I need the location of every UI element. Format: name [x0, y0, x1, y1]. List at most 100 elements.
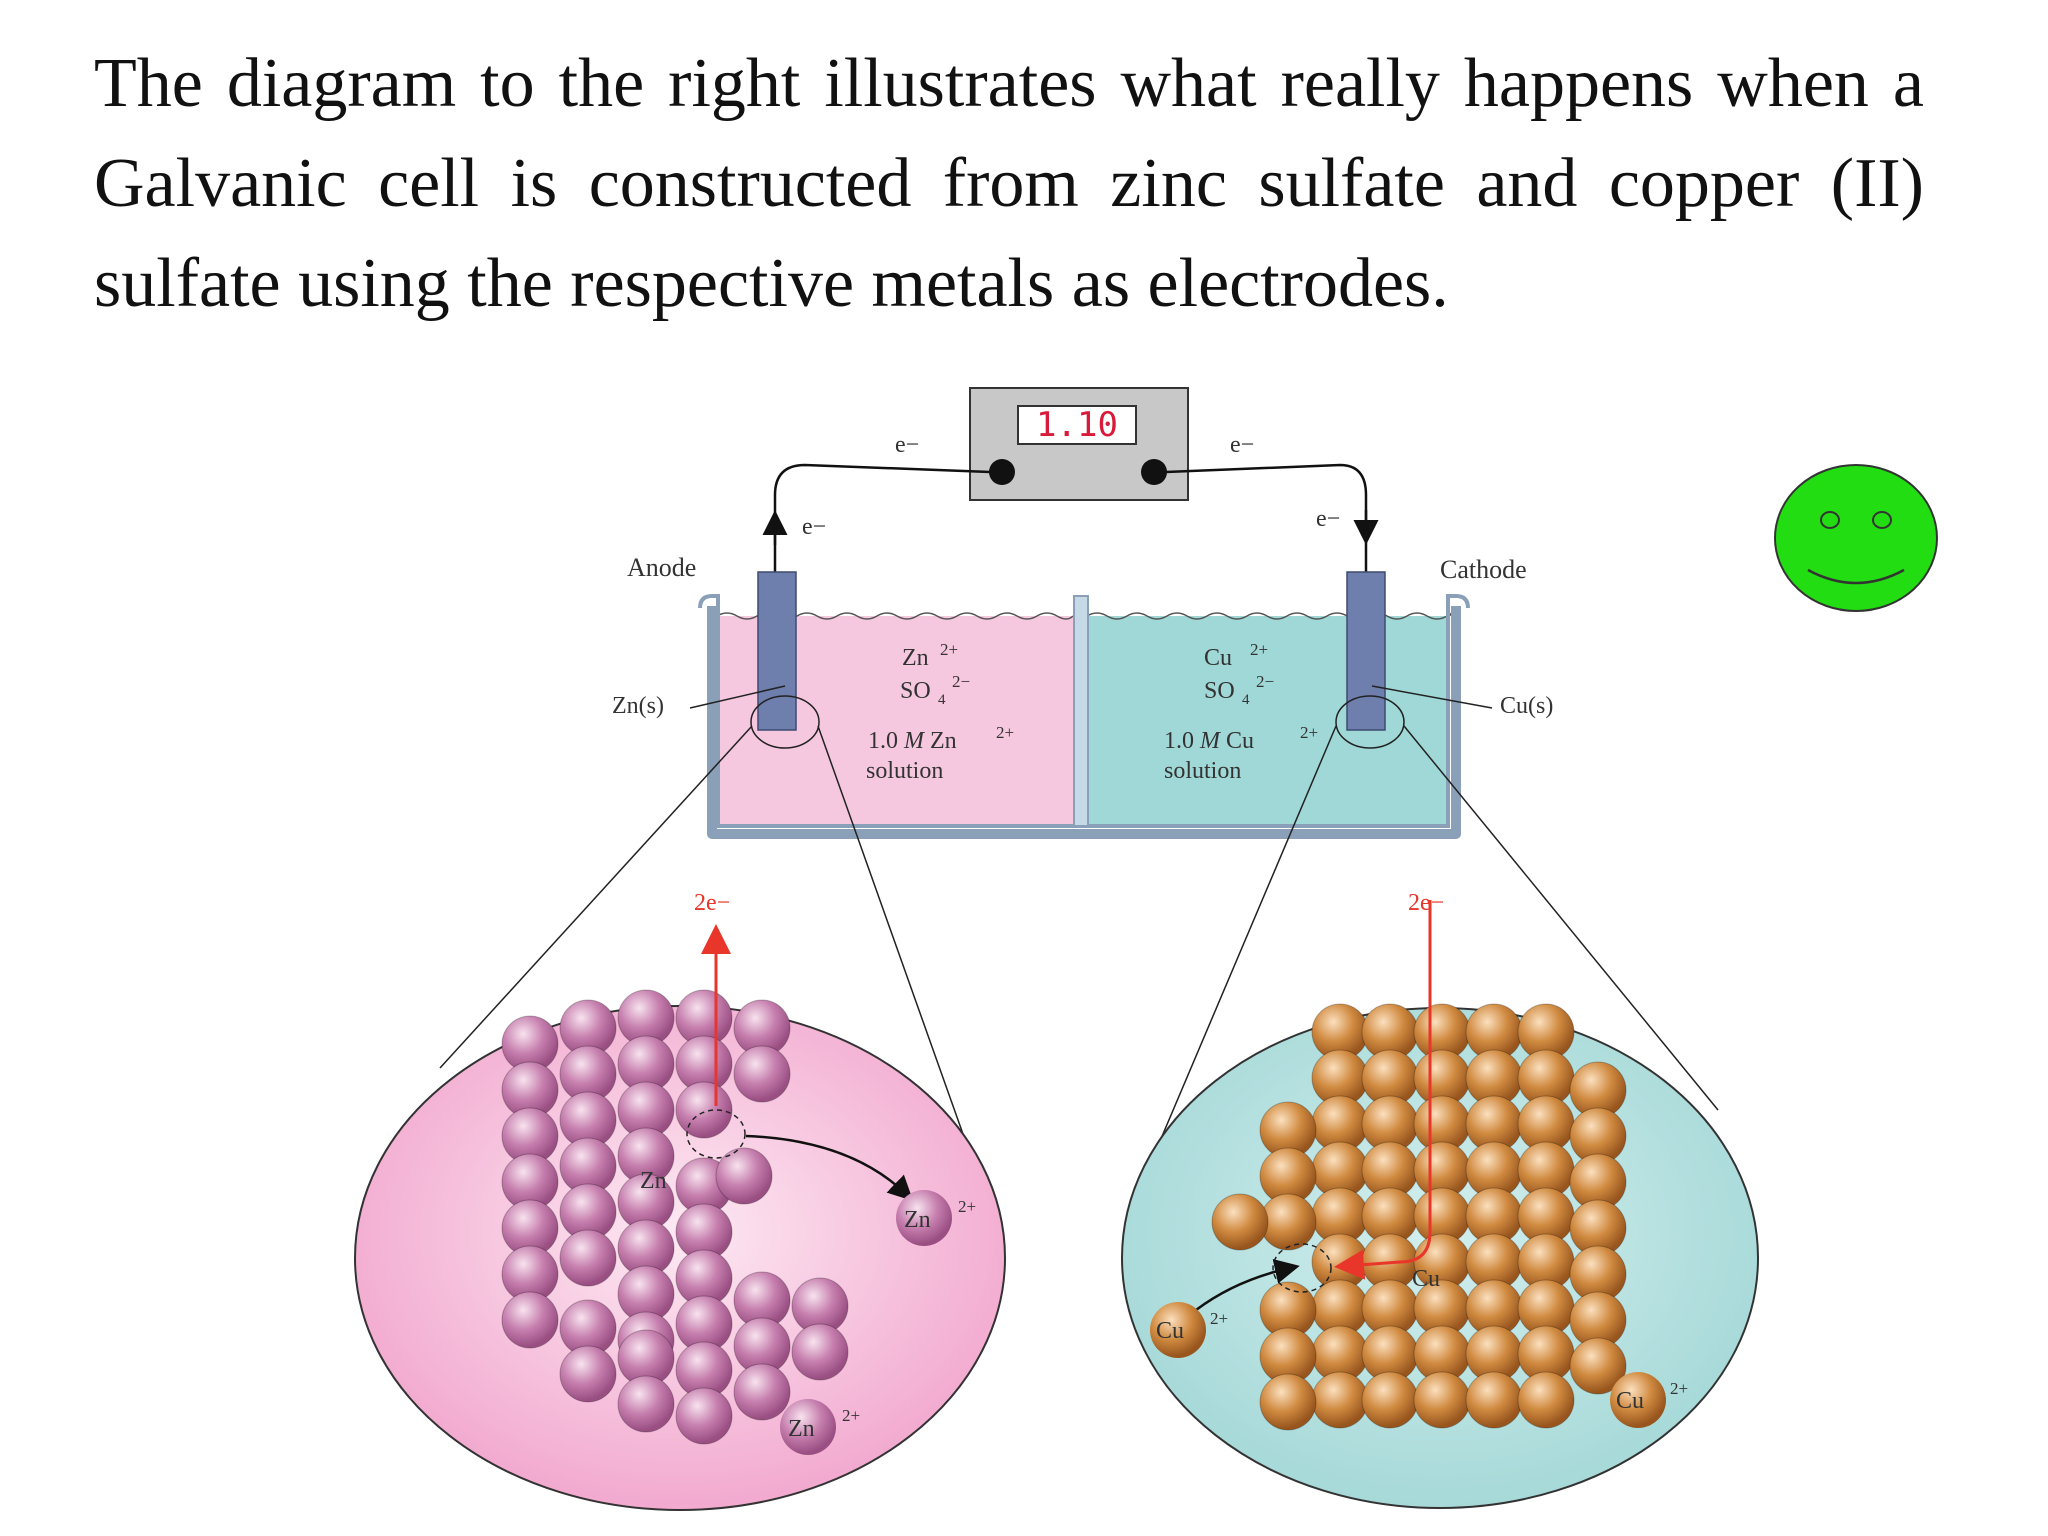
- conc-unit-copper: M: [1199, 728, 1222, 754]
- so4-charge-copper: 2−: [1256, 672, 1274, 691]
- copper-ion-incoming-1: [1150, 1302, 1206, 1358]
- zinc-ion-released-1: [896, 1190, 952, 1246]
- so4-symbol-copper: SO: [1204, 678, 1235, 704]
- voltmeter: 1.10: [969, 387, 1189, 501]
- wire-left: [773, 463, 991, 572]
- intro-paragraph: The diagram to the right illustrates wha…: [94, 45, 1924, 322]
- anode-label: Anode: [627, 553, 696, 582]
- zoom-spot-copper: [1335, 695, 1405, 749]
- conc-charge-copper: 2+: [1300, 723, 1318, 742]
- zinc-atom: [675, 1387, 733, 1445]
- zinc-magnified-view: 2e− Zn Zn 2+ Zn 2+: [354, 890, 1006, 1511]
- copper-electron-arrow: [1334, 900, 1432, 1280]
- copper-solid-label: Cu(s): [1500, 693, 1553, 719]
- electron-label-top-right: e−: [1230, 432, 1254, 458]
- electrochemical-cell: [698, 571, 1470, 839]
- zinc-vacancy: [686, 1109, 746, 1159]
- zoom-line-zinc-right: [817, 725, 991, 1211]
- zn-ion-charge: 2+: [940, 640, 958, 659]
- copper-solution: [1087, 616, 1449, 824]
- copper-magnified-view: 2e− Cu Cu 2+ Cu 2+: [1121, 890, 1759, 1509]
- copper-ion-incoming-2: [1610, 1372, 1666, 1428]
- copper-atom: [1413, 1371, 1471, 1429]
- electron-label-left: e−: [802, 514, 826, 540]
- zinc-lattice: [501, 989, 849, 1445]
- copper-ion-incoming-1-symbol: Cu: [1156, 1318, 1184, 1344]
- wire-right: [1165, 463, 1368, 572]
- so4-subscript-zinc: 4: [938, 692, 946, 708]
- cu-ion-symbol: Cu: [1204, 645, 1232, 671]
- smiley-mouth: [1807, 568, 1905, 585]
- zoom-line-copper-right: [1403, 725, 1719, 1111]
- so4-subscript-copper: 4: [1242, 692, 1250, 708]
- copper-atom: [1211, 1193, 1269, 1251]
- smiley-left-eye: [1820, 511, 1840, 529]
- cathode-label: Cathode: [1440, 555, 1527, 584]
- zinc-atom: [791, 1323, 849, 1381]
- zinc-solution-word: solution: [866, 758, 943, 784]
- zn-ion-symbol: Zn: [902, 645, 929, 671]
- zoom-line-zinc-left: [439, 725, 753, 1069]
- copper-atom-label: Cu: [1412, 1266, 1440, 1292]
- copper-lattice: [1211, 1003, 1627, 1431]
- zinc-ion-released-1-charge: 2+: [958, 1197, 976, 1216]
- zinc-ion-released-1-symbol: Zn: [904, 1207, 931, 1233]
- zinc-atom: [559, 1345, 617, 1403]
- smiley-right-eye: [1872, 511, 1892, 529]
- copper-atom: [1311, 1371, 1369, 1429]
- copper-atom: [1465, 1371, 1523, 1429]
- copper-atom: [1569, 1337, 1627, 1395]
- cell-wall: [707, 606, 1461, 839]
- salt-bridge-divider: [1073, 595, 1089, 827]
- zinc-atom: [715, 1147, 773, 1205]
- voltmeter-reading: 1.10: [1036, 405, 1118, 445]
- zoom-line-copper-left: [1134, 725, 1337, 1201]
- copper-ion-incoming-2-symbol: Cu: [1616, 1388, 1644, 1414]
- voltmeter-terminal-left: [989, 459, 1015, 485]
- so4-symbol-zinc: SO: [900, 678, 931, 704]
- zinc-atom: [675, 1081, 733, 1139]
- zinc-atom: [559, 1229, 617, 1287]
- conc-charge-zinc: 2+: [996, 723, 1014, 742]
- zinc-solid-leader: [689, 685, 786, 709]
- conc-species-zinc: Zn: [930, 728, 957, 754]
- voltmeter-display: [1017, 405, 1137, 445]
- zinc-atom: [501, 1291, 559, 1349]
- copper-ion-arriving-arrow: [1195, 1259, 1300, 1312]
- copper-solid-leader: [1371, 685, 1493, 709]
- copper-atom: [1259, 1373, 1317, 1431]
- smiley-face: [1774, 464, 1938, 612]
- smiley-face-icon: [1774, 464, 1938, 612]
- zinc-solid-label: Zn(s): [612, 693, 664, 719]
- copper-ion-incoming-2-charge: 2+: [1670, 1379, 1688, 1398]
- conc-prefix-zinc: 1.0: [868, 728, 904, 754]
- zinc-zoom-circle: [354, 1005, 1006, 1511]
- copper-atom: [1361, 1371, 1419, 1429]
- zinc-ion-released-2: [780, 1399, 836, 1455]
- electron-label-right: e−: [1316, 506, 1340, 532]
- zinc-atom-label: Zn: [640, 1168, 667, 1194]
- zinc-atom: [617, 1375, 675, 1433]
- zinc-atom: [733, 1045, 791, 1103]
- voltmeter-terminal-right: [1141, 459, 1167, 485]
- conc-unit-zinc: M: [903, 728, 926, 754]
- conc-species-copper: Cu: [1226, 728, 1254, 754]
- zinc-electrode: [757, 571, 797, 731]
- zinc-ion-released-2-symbol: Zn: [788, 1416, 815, 1442]
- zinc-ion-leaving-arrow: [745, 1134, 914, 1201]
- so4-charge-zinc: 2−: [952, 672, 970, 691]
- zinc-two-electrons-label: 2e−: [694, 890, 730, 916]
- copper-atom: [1517, 1371, 1575, 1429]
- copper-electrode: [1346, 571, 1386, 731]
- zinc-ion-released-2-charge: 2+: [842, 1406, 860, 1425]
- conc-prefix-copper: 1.0: [1164, 728, 1200, 754]
- copper-solution-word: solution: [1164, 758, 1241, 784]
- zoom-spot-zinc: [750, 695, 820, 749]
- cu-ion-charge: 2+: [1250, 640, 1268, 659]
- copper-ion-incoming-1-charge: 2+: [1210, 1309, 1228, 1328]
